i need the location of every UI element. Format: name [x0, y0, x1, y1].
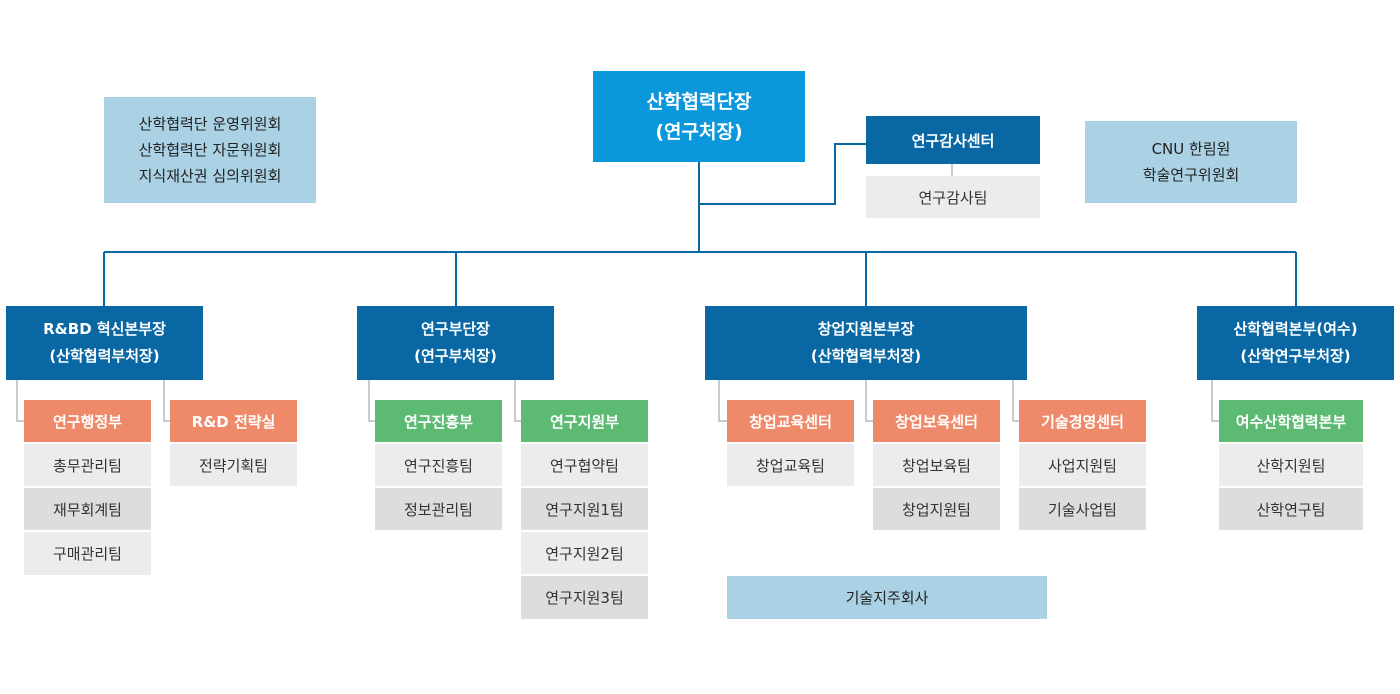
team-label: 산학지원팀 [1256, 456, 1326, 475]
top-head-subtitle: (연구처장) [655, 120, 743, 143]
unit-label: 창업교육센터 [749, 412, 832, 431]
team-box: 연구지원1팀 [521, 488, 648, 530]
unit-box: 연구행정부 [24, 400, 151, 442]
team-label: 연구지원1팀 [545, 500, 624, 519]
division-rbd-box: R&BD 혁신본부장 (산학협력부처장) [6, 306, 203, 380]
committee-item: 산학협력단 자문위원회 [138, 141, 282, 159]
division-title: 창업지원본부장 [817, 320, 915, 338]
team-label: 기술사업팀 [1047, 500, 1117, 519]
team-label: 창업보육팀 [901, 456, 971, 475]
unit-label: 창업보육센터 [895, 412, 978, 431]
team-box: 창업보육팀 [873, 444, 1000, 486]
team-box: 산학지원팀 [1219, 444, 1363, 486]
team-box: 연구지원2팀 [521, 532, 648, 574]
unit-box: 창업보육센터 [873, 400, 1000, 442]
unit-connector [163, 380, 170, 422]
unit-box: 연구진흥부 [375, 400, 502, 442]
division-subtitle: (산학협력부처장) [49, 347, 160, 365]
unit-label: 기술경영센터 [1041, 412, 1124, 431]
unit-connector [514, 380, 521, 422]
team-label: 창업지원팀 [901, 500, 971, 519]
unit-label: 여수산학협력본부 [1235, 412, 1347, 431]
cnu-box: CNU 한림원 학술연구위원회 [1085, 121, 1297, 203]
unit-connector [1211, 380, 1219, 422]
committee-item: 지식재산권 심의위원회 [138, 167, 282, 185]
unit-label: 연구지원부 [549, 412, 619, 431]
team-box: 전략기획팀 [170, 444, 297, 486]
team-box: 연구지원3팀 [521, 576, 648, 619]
team-label: 산학연구팀 [1256, 500, 1326, 519]
team-label: 총무관리팀 [52, 456, 122, 475]
audit-team-box: 연구감사팀 [866, 176, 1040, 218]
unit-connector [1012, 380, 1019, 422]
unit-label: 연구행정부 [52, 412, 122, 431]
team-label: 전략기획팀 [198, 456, 268, 475]
audit-connector [699, 143, 866, 205]
division-title: R&BD 혁신본부장 [43, 320, 166, 338]
audit-team-label: 연구감사팀 [918, 188, 988, 207]
division-title: 연구부단장 [420, 320, 490, 338]
division-subtitle: (산학연구부처장) [1240, 347, 1351, 365]
team-label: 연구진흥팀 [403, 456, 473, 475]
team-box: 창업교육팀 [727, 444, 854, 486]
team-label: 연구지원2팀 [545, 544, 624, 563]
division-subtitle: (연구부처장) [414, 347, 497, 365]
team-label: 연구협약팀 [549, 456, 619, 475]
division-title: 산학협력본부(여수) [1233, 320, 1358, 338]
cnu-subtitle: 학술연구위원회 [1142, 166, 1240, 184]
unit-box: 여수산학협력본부 [1219, 400, 1363, 442]
team-box: 총무관리팀 [24, 444, 151, 486]
team-box: 창업지원팀 [873, 488, 1000, 530]
committee-item: 산학협력단 운영위원회 [138, 115, 282, 133]
division-yeosu-box: 산학협력본부(여수) (산학연구부처장) [1197, 306, 1394, 380]
unit-connector [865, 380, 873, 422]
audit-center-box: 연구감사센터 [866, 116, 1040, 164]
audit-center-label: 연구감사센터 [911, 131, 995, 150]
unit-connector [16, 380, 24, 422]
team-box: 기술사업팀 [1019, 488, 1146, 530]
team-label: 창업교육팀 [755, 456, 825, 475]
unit-box: 연구지원부 [521, 400, 648, 442]
cnu-title: CNU 한림원 [1151, 140, 1231, 158]
unit-label: 연구진흥부 [403, 412, 473, 431]
team-box: 구매관리팀 [24, 532, 151, 575]
committees-box: 산학협력단 운영위원회 산학협력단 자문위원회 지식재산권 심의위원회 [104, 97, 316, 203]
unit-box: 기술경영센터 [1019, 400, 1146, 442]
top-head-title: 산학협력단장 [646, 90, 752, 113]
team-box: 산학연구팀 [1219, 488, 1363, 530]
division-subtitle: (산학협력부처장) [810, 347, 922, 365]
unit-box: R&D 전략실 [170, 400, 297, 442]
team-box: 연구진흥팀 [375, 444, 502, 486]
holding-company-box: 기술지주회사 [727, 576, 1047, 619]
top-head-box: 산학협력단장 (연구처장) [593, 71, 805, 162]
division-research-box: 연구부단장 (연구부처장) [357, 306, 554, 380]
team-box: 정보관리팀 [375, 488, 502, 530]
team-label: 구매관리팀 [52, 545, 122, 563]
team-box: 재무회계팀 [24, 488, 151, 530]
unit-connector [718, 380, 727, 422]
team-box: 연구협약팀 [521, 444, 648, 486]
unit-box: 창업교육센터 [727, 400, 854, 442]
unit-label: R&D 전략실 [191, 412, 276, 431]
division-startup-box: 창업지원본부장 (산학협력부처장) [705, 306, 1027, 380]
team-label: 연구지원3팀 [545, 589, 624, 607]
team-label: 사업지원팀 [1047, 456, 1117, 475]
team-label: 재무회계팀 [52, 500, 122, 519]
holding-company-label: 기술지주회사 [845, 588, 929, 607]
team-label: 정보관리팀 [403, 500, 473, 519]
team-box: 사업지원팀 [1019, 444, 1146, 486]
unit-connector [368, 380, 375, 422]
